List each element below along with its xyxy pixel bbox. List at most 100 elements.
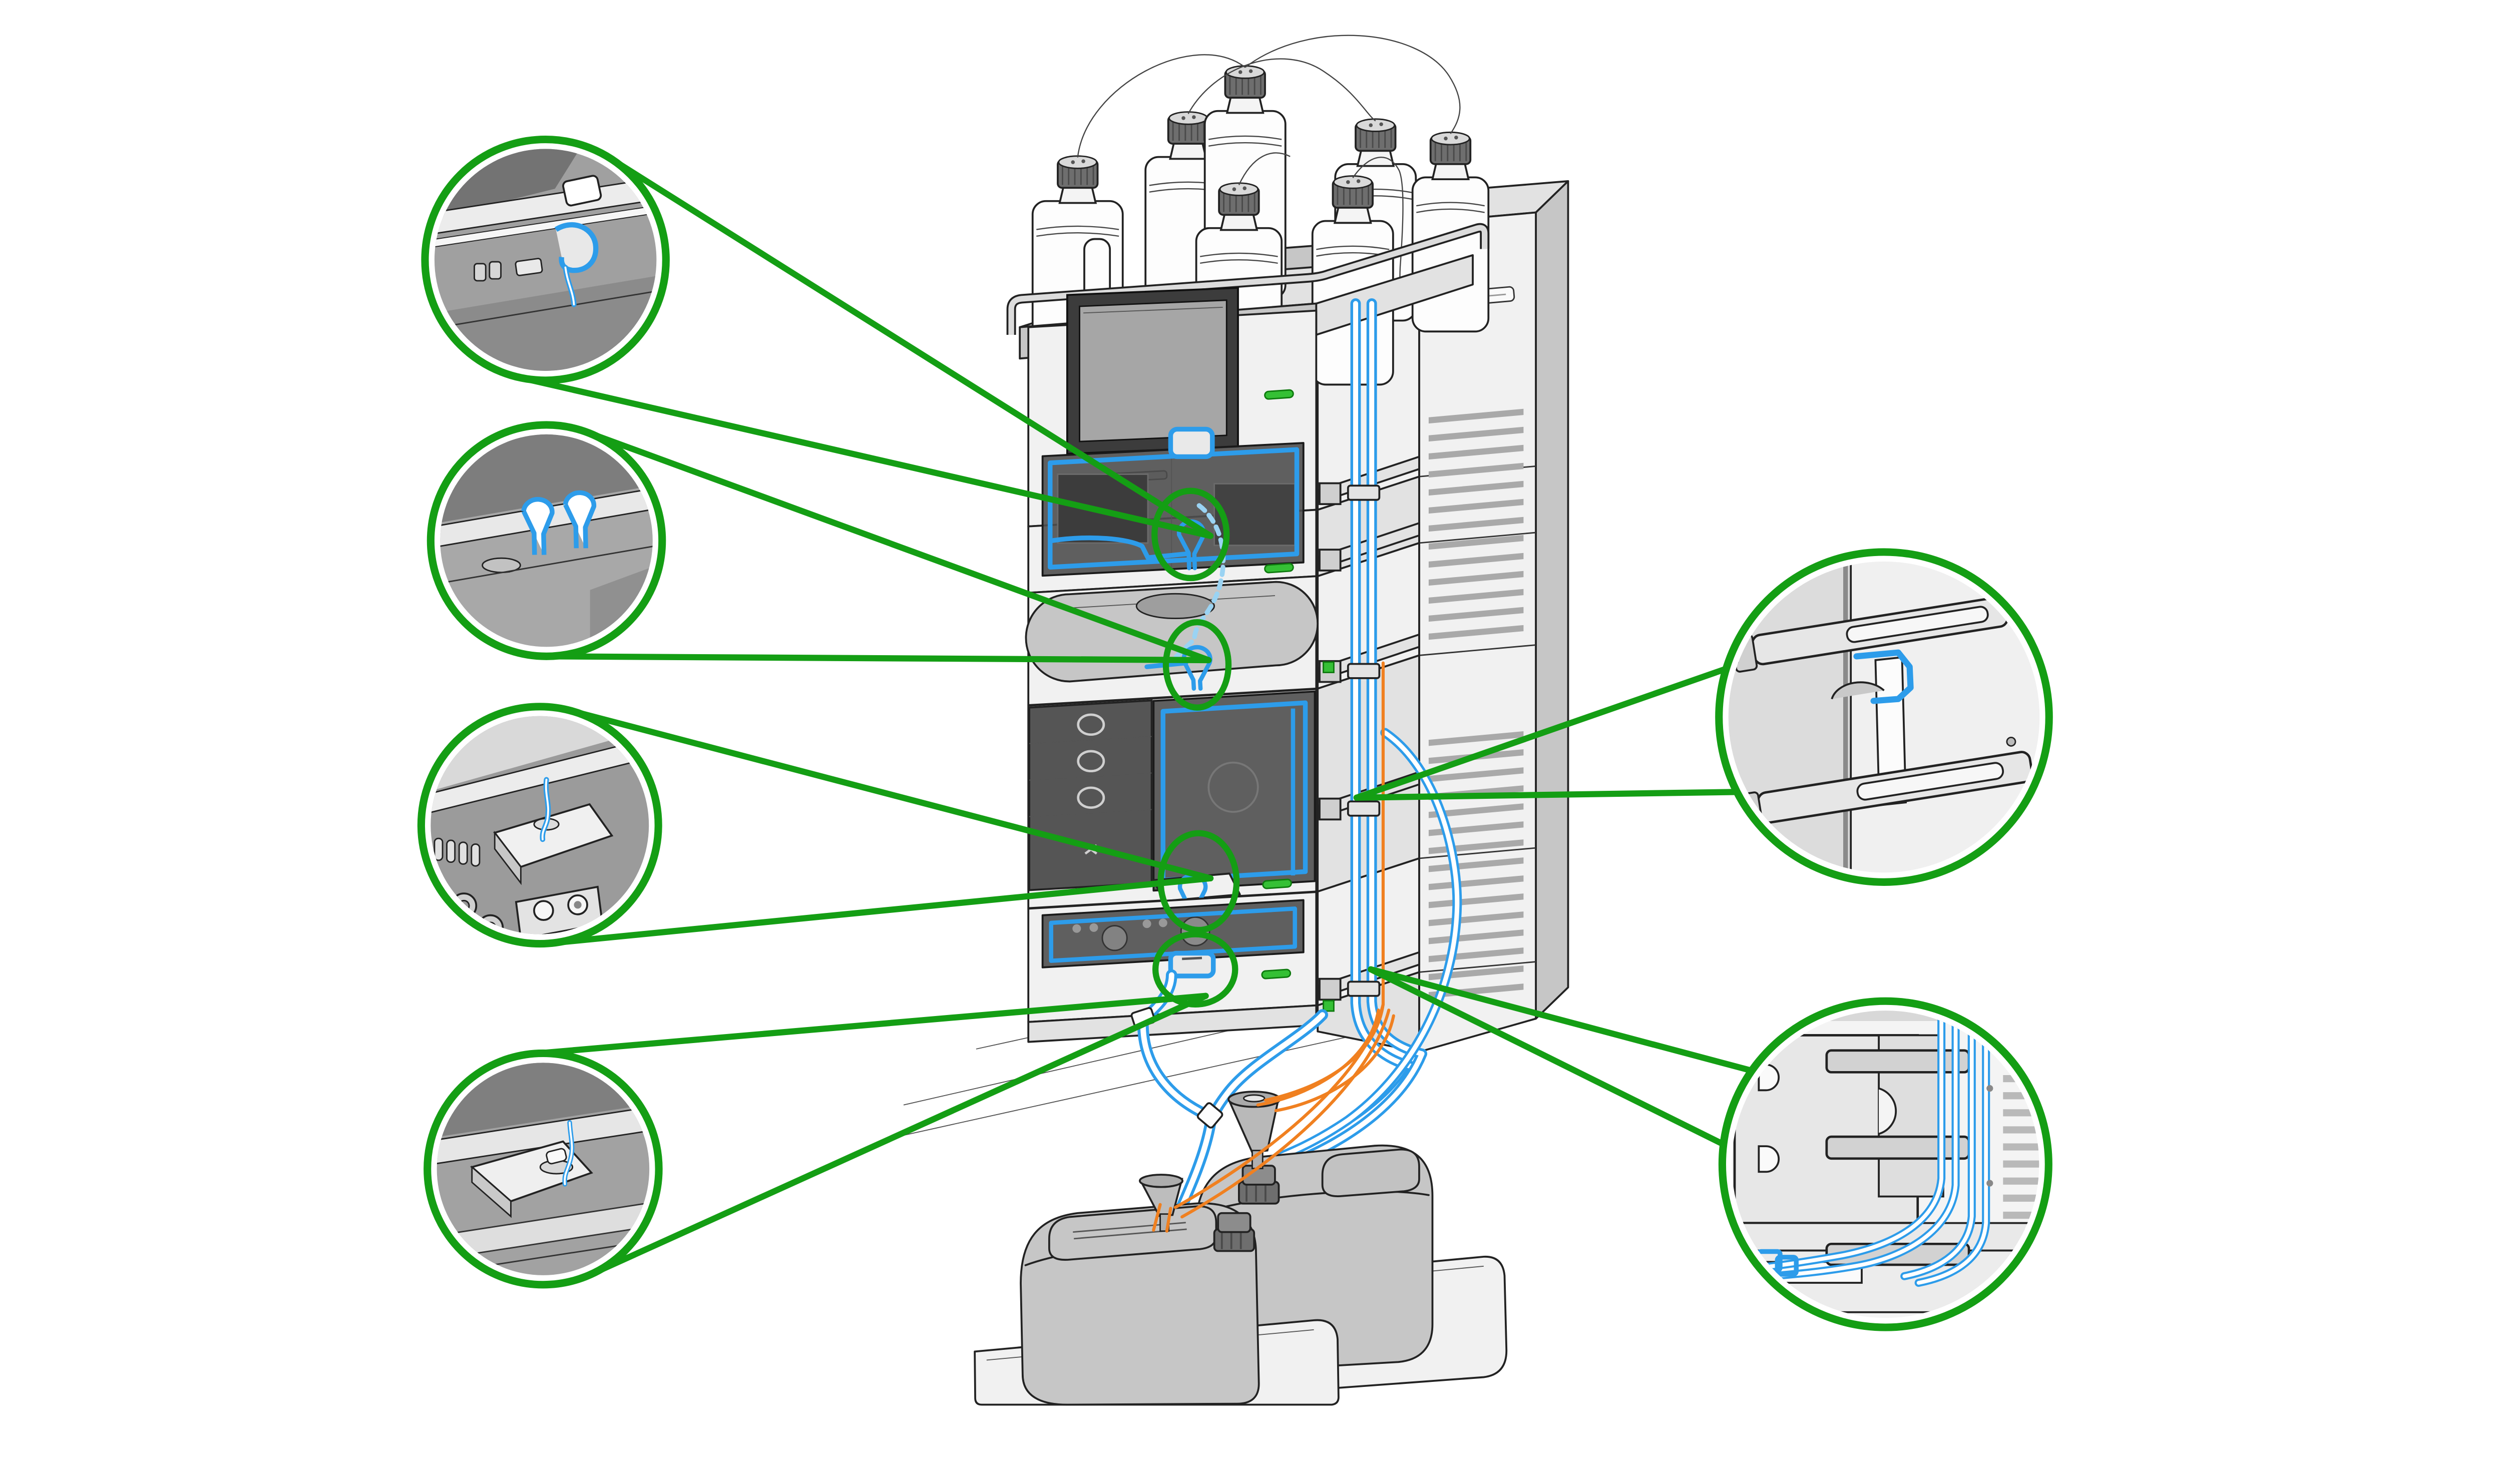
arc-handle-recess xyxy=(1135,593,1215,619)
vent-slat xyxy=(1428,625,1524,640)
drain-marker-ellipse xyxy=(1152,931,1238,1008)
diagram-page xyxy=(417,35,2053,1406)
leader-line xyxy=(583,428,1212,664)
vent-slat xyxy=(1428,462,1524,478)
callout-content xyxy=(1728,561,2040,873)
vent-slat xyxy=(1428,803,1524,818)
status-led-pills xyxy=(1261,389,1294,979)
bottle-cap xyxy=(1224,65,1266,99)
leader-line xyxy=(567,707,1214,881)
vent-slat xyxy=(2003,1024,2039,1031)
tube-clip xyxy=(1347,980,1381,997)
vent-slat xyxy=(1428,517,1524,532)
column-door xyxy=(1152,690,1316,892)
leader-line xyxy=(532,993,1209,1057)
leader-line xyxy=(543,653,1212,664)
vent-slat xyxy=(2003,1041,2039,1048)
vent-slat xyxy=(1428,767,1524,782)
callout-upper-drain-tube xyxy=(421,135,670,384)
bottle-cap xyxy=(1332,175,1374,209)
rear-tube-clips xyxy=(1347,484,1381,997)
tube-clip xyxy=(1347,484,1381,501)
vent-slat xyxy=(1428,480,1524,496)
blue-funnel xyxy=(563,490,597,549)
status-led xyxy=(1264,389,1294,400)
blue-clip-highlight xyxy=(1853,649,1914,704)
hplc-waste-tubing-diagram xyxy=(417,35,2053,1406)
leader-line xyxy=(1353,789,1740,801)
bottle-neck xyxy=(1333,206,1372,224)
callout-rear-tube-clip xyxy=(1715,548,2053,886)
vent-slat xyxy=(1428,893,1524,908)
bottle-neck xyxy=(1169,142,1207,160)
vent-slat xyxy=(2003,1143,2039,1151)
y-fitting xyxy=(1196,1102,1223,1129)
drain-marker-ellipse xyxy=(1151,487,1230,582)
bottle-body xyxy=(1411,176,1490,333)
waste-tube-loop xyxy=(1267,730,1460,1164)
status-led xyxy=(1262,878,1292,889)
sampler-drain-channel xyxy=(1048,447,1300,570)
drain-marker-ellipse xyxy=(1162,619,1232,711)
vent-slat xyxy=(1428,965,1524,980)
callout-content xyxy=(434,149,657,371)
rear-tubing xyxy=(1265,298,1462,1168)
leader-line xyxy=(1353,666,1730,801)
panel-button[interactable] xyxy=(1077,713,1105,736)
panel-button[interactable] xyxy=(1077,786,1105,809)
callout-content xyxy=(431,716,649,934)
back-canister-cap xyxy=(1237,1165,1280,1205)
corrugated-fitting xyxy=(431,835,481,867)
handle-bracket xyxy=(1825,1049,1970,1074)
ribbon-tube xyxy=(1874,656,1907,806)
bottle-neck xyxy=(1219,213,1259,231)
bottle-neck xyxy=(1058,186,1097,204)
rear-handle-clamp xyxy=(1319,977,1342,1001)
bottle-cap xyxy=(1355,118,1397,152)
leader-line xyxy=(608,156,1214,539)
bottle-neck xyxy=(1431,162,1470,181)
vent-slat xyxy=(1428,821,1524,836)
callout-pump-drain-tube xyxy=(417,703,662,948)
column-left-panel xyxy=(1028,699,1153,891)
vent-slat xyxy=(1428,535,1524,550)
leader-line xyxy=(1368,966,1755,1074)
waste-containers xyxy=(974,1003,1508,1406)
solvent-tubes xyxy=(1077,35,1461,306)
callout-content xyxy=(440,434,653,647)
column-drain-outline xyxy=(1160,700,1308,883)
bottle-neck xyxy=(1225,96,1265,114)
panel-button[interactable] xyxy=(1077,750,1105,773)
module-pump xyxy=(1027,891,1318,1043)
vent-slat xyxy=(2003,1160,2039,1168)
blue-funnel xyxy=(521,497,555,555)
tube-clip xyxy=(1347,800,1381,817)
callout-leak-funnel-pair xyxy=(427,421,666,660)
vent-slat xyxy=(1428,607,1524,622)
leader-line xyxy=(589,993,1209,1277)
rear-handle-clamp xyxy=(1319,549,1342,572)
vent-slat xyxy=(1428,426,1524,442)
pump-drain-outline xyxy=(1049,906,1297,963)
rear-status-led xyxy=(1323,1000,1335,1012)
bottle-cap xyxy=(1429,131,1472,165)
sampler-top-tab xyxy=(1168,426,1215,459)
leader-line xyxy=(515,374,1214,539)
callout-rear-tube-routing xyxy=(1718,997,2052,1331)
capillary-fan xyxy=(1152,1003,1395,1233)
screw xyxy=(2006,736,2016,747)
front-canister-cap xyxy=(1213,1212,1256,1252)
rear-handle-clamp xyxy=(1319,482,1342,506)
bottle-cap xyxy=(1167,111,1209,145)
leader-line xyxy=(1368,966,1727,1148)
vent-slat xyxy=(2003,1194,2039,1202)
vent-slat xyxy=(1428,589,1524,604)
vent-slat xyxy=(2003,1126,2039,1134)
clip-roller xyxy=(1831,681,1885,700)
bottle-cap xyxy=(1218,182,1260,216)
callout-bottom-drain-tray xyxy=(424,1049,663,1289)
tower-right-face xyxy=(1535,180,1569,1020)
callout-content xyxy=(1732,1011,2039,1318)
screen xyxy=(1079,299,1227,442)
leader-line xyxy=(549,875,1214,946)
